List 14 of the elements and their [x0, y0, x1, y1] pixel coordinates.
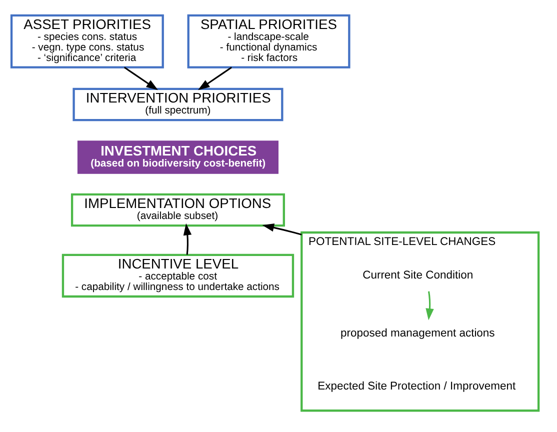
node-box: INCENTIVE LEVEL - acceptable cost - capability / willingness to undertake actions [62, 253, 294, 298]
node-text: proposed management actions [340, 327, 495, 340]
node-text: Expected Site Protection / Improvement [318, 380, 516, 392]
node-box: SPATIAL PRIORITIES - landscape-scale - functional dynamics - risk factors [187, 14, 350, 68]
node-text: Current Site Condition [362, 269, 474, 282]
arrow [262, 223, 302, 235]
arrow [124, 66, 158, 90]
arrow [426, 290, 434, 320]
node-box: IMPLEMENTATION OPTIONS (available subset) [70, 192, 285, 226]
arrow [183, 222, 192, 254]
node-box: INTERVENTION PRIORITIES (full spectrum) [72, 87, 284, 121]
node-box: ASSET PRIORITIES - species cons. status - vegn. type cons. status - ‘significance’ criteria [10, 14, 164, 68]
node-box: INVESTMENT CHOICES (based on biodiversity cost-benefit) [77, 140, 278, 174]
arrow [198, 66, 232, 90]
